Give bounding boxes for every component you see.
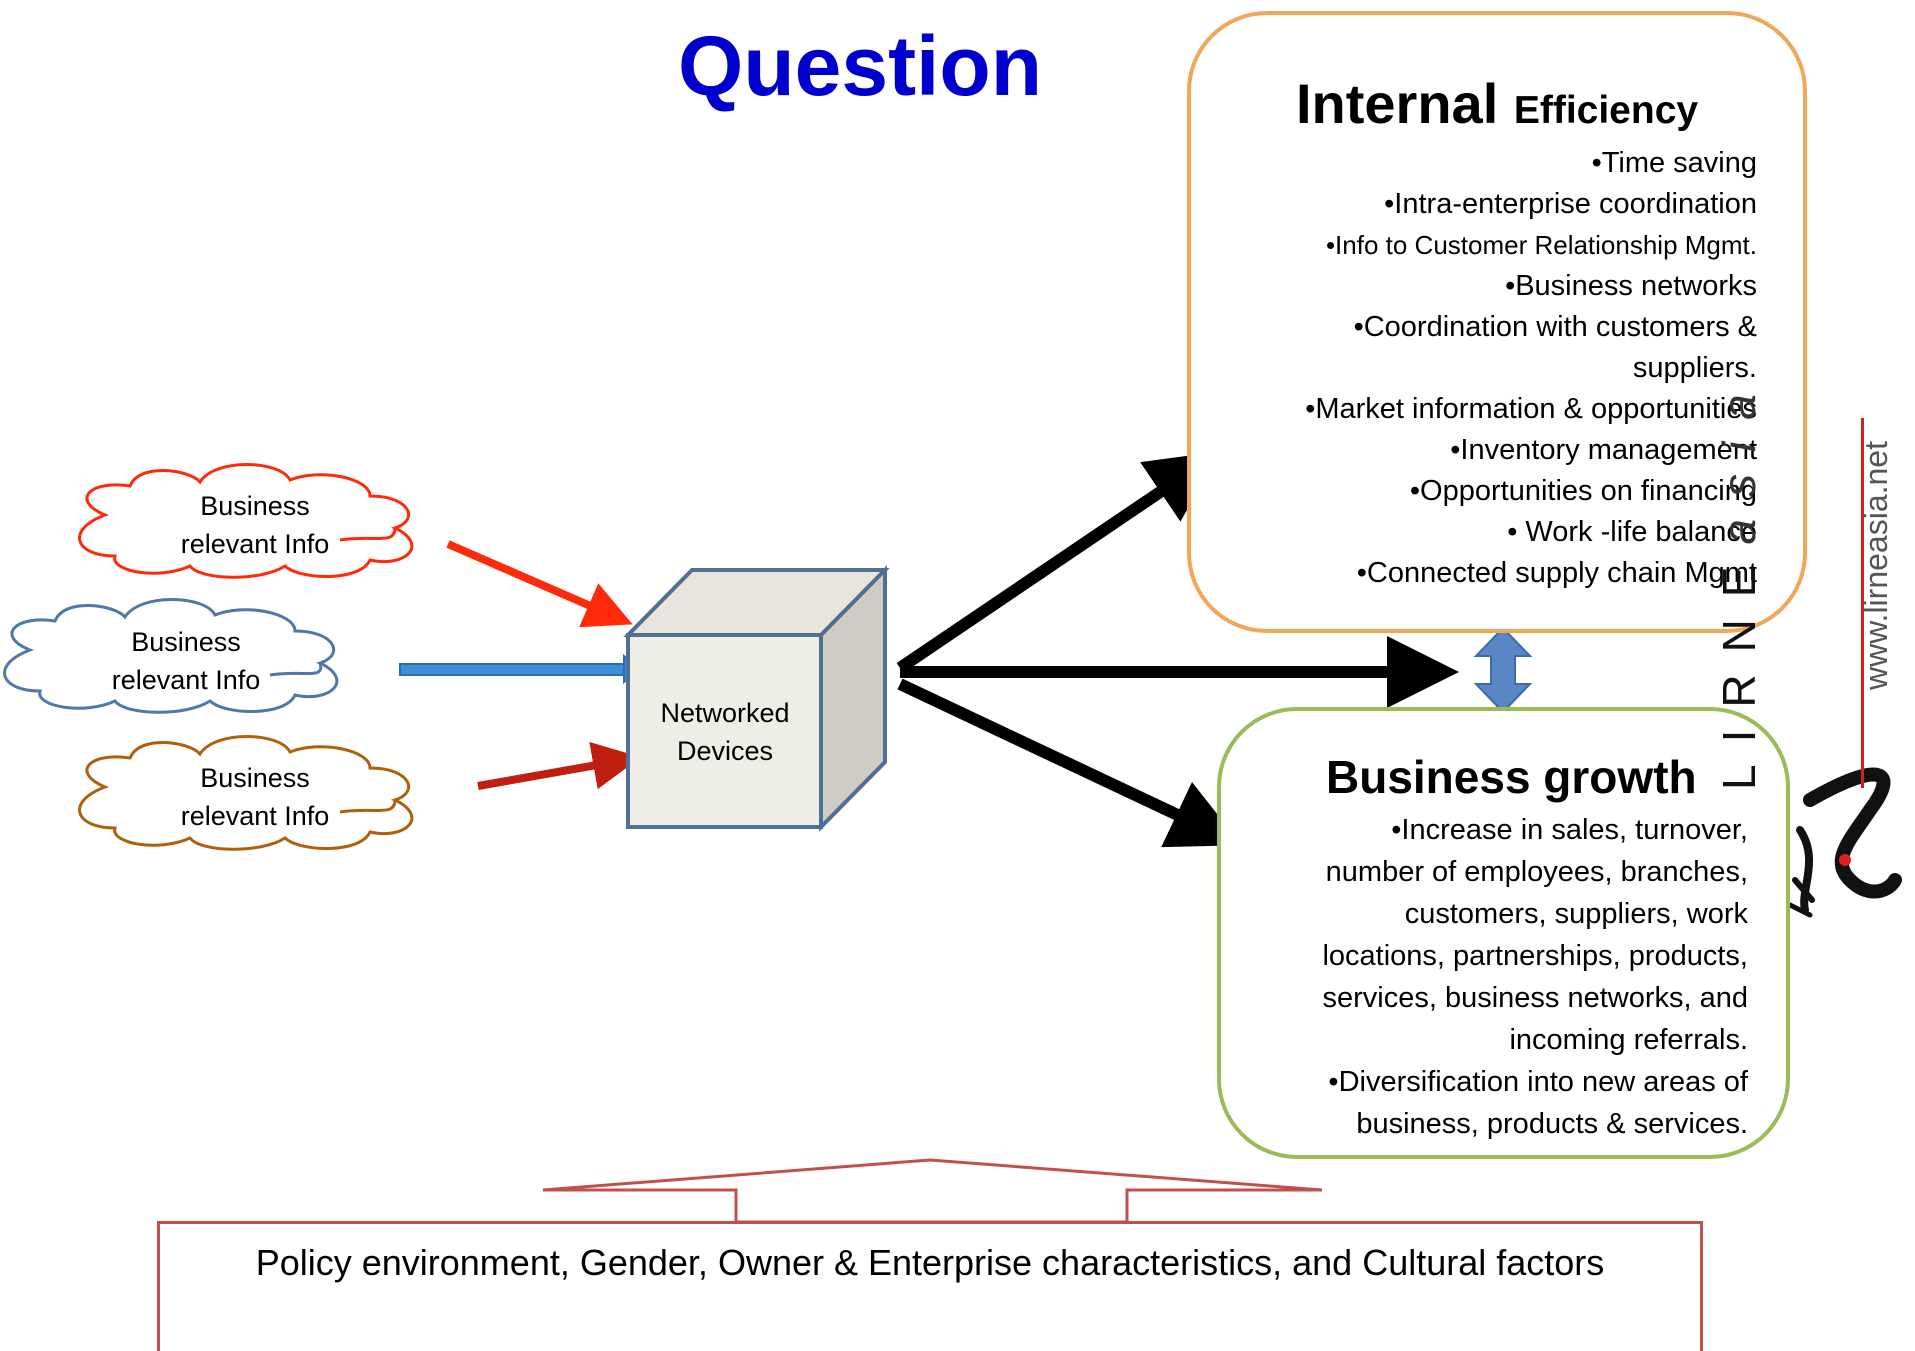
list-item: incoming referrals.: [1509, 1024, 1748, 1056]
list-item: •Market information & opportunities: [1305, 393, 1757, 425]
arrow-blue-to-device: [399, 653, 642, 685]
business-growth-heading: Business growth: [1326, 751, 1697, 803]
arrow-to-internal-efficiency: [896, 451, 1220, 673]
list-item: •Inventory management: [1450, 434, 1757, 466]
list-item: locations, partnerships, products,: [1322, 940, 1748, 972]
internal-efficiency-list: •Time saving •Intra-enterprise coordinat…: [1197, 143, 1757, 594]
business-growth-box: Business growth •Increase in sales, turn…: [1217, 707, 1790, 1159]
cloud-red: [78, 463, 414, 579]
lirneasia-logo-mark: [1787, 767, 1902, 918]
footer-callout-connector: [542, 1158, 1323, 1224]
internal-efficiency-heading: Internal Efficiency: [1296, 72, 1699, 135]
list-item: business, products & services.: [1356, 1108, 1748, 1140]
arrow-to-business-growth: [897, 678, 1242, 848]
list-item: •Time saving: [1591, 147, 1757, 179]
list-item: •Business networks: [1505, 270, 1757, 302]
arrow-darkred-to-device: [477, 741, 641, 790]
business-growth-list: •Increase in sales, turnover, number of …: [1218, 809, 1748, 1145]
list-item: •Increase in sales, turnover,: [1391, 814, 1748, 846]
context-factors-text: Policy environment, Gender, Owner & Ente…: [255, 1242, 1605, 1283]
list-item: •Connected supply chain Mgmt: [1356, 557, 1757, 589]
list-item: • Work -life balance: [1507, 516, 1757, 548]
context-factors-box: Policy environment, Gender, Owner & Ente…: [157, 1221, 1703, 1351]
networked-devices-cube: [623, 565, 890, 832]
arrow-red-to-device: [446, 540, 633, 628]
list-item: •Diversification into new areas of: [1328, 1066, 1748, 1098]
lirneasia-logo-text: LIRNEasia: [1713, 372, 1765, 790]
list-item: services, business networks, and: [1322, 982, 1748, 1014]
list-item: •Coordination with customers &: [1353, 311, 1757, 343]
lirneasia-url: www.lirneasia.net: [1858, 441, 1894, 690]
list-item: •Opportunities on financing: [1409, 475, 1757, 507]
page-title: Question: [677, 19, 1042, 113]
logo-divider: [1861, 418, 1864, 788]
internal-efficiency-box: Internal Efficiency •Time saving •Intra-…: [1187, 11, 1807, 633]
list-item: number of employees, branches,: [1325, 856, 1748, 888]
list-item: •Intra-enterprise coordination: [1384, 188, 1757, 220]
double-arrow-vertical: [1473, 626, 1533, 714]
list-item: •Info to Customer Relationship Mgmt.: [1325, 230, 1757, 260]
cloud-blue: [3, 598, 339, 714]
list-item: customers, suppliers, work: [1404, 898, 1748, 930]
cloud-brown: [78, 735, 414, 851]
list-item: suppliers.: [1632, 352, 1757, 384]
